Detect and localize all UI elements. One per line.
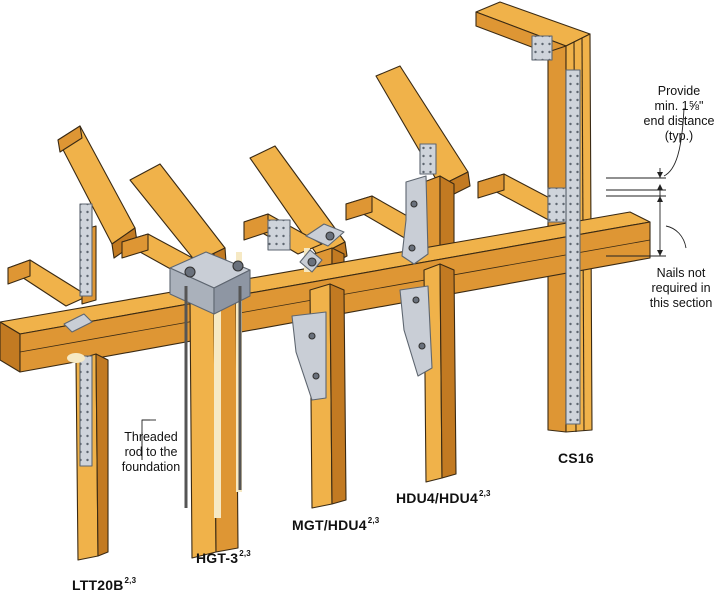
callout-nails-not-required: Nails not required in this section (649, 266, 713, 310)
hdu4-mgt-lower (291, 311, 327, 401)
mgt-connector (267, 219, 345, 273)
label-cs16: CS16 (558, 450, 594, 466)
callout-end-distance: Provide min. 1⅝" end distance (typ.) (643, 84, 715, 143)
post-hdu4-lower (423, 263, 457, 483)
callout-lines (141, 107, 687, 460)
hdu4-upper (401, 143, 437, 265)
hdu4-lower (399, 285, 433, 377)
cross-member-left (7, 259, 89, 307)
label-hdu4-hdu4: HDU4/HDU42,3 (396, 489, 491, 506)
label-mgt-hdu4: MGT/HDU42,3 (292, 516, 380, 533)
rafter-ltt20b (57, 125, 138, 259)
label-ltt20b: LTT20B2,3 (72, 576, 137, 593)
cs16-strap (531, 35, 581, 425)
hgt3-connector (169, 251, 251, 508)
label-hgt3: HGT-32,3 (196, 549, 251, 566)
callout-threaded-rod: Threaded rod to the foundation (121, 430, 181, 474)
ltt20b-strap (63, 203, 93, 467)
dimension-arrows (657, 172, 663, 256)
